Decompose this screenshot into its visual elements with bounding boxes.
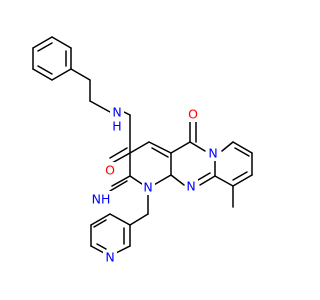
- bond: [129, 213, 149, 226]
- bond-layer: [32, 36, 253, 254]
- atom-text: N: [143, 180, 152, 195]
- amide-nitrogen-label: N H: [110, 104, 124, 134]
- bond: [151, 174, 172, 187]
- bond: [232, 171, 248, 181]
- ketone-oxygen-label: O: [186, 107, 200, 122]
- bond: [170, 174, 185, 186]
- bond: [51, 68, 72, 81]
- bond: [109, 213, 131, 226]
- bond: [170, 141, 191, 154]
- atom-text: N: [112, 105, 121, 120]
- atom-text: NH: [92, 192, 111, 207]
- molecule-structure-diagram: N H O NH N N N O N: [32, 36, 253, 265]
- bond: [37, 65, 53, 75]
- bond: [115, 245, 131, 254]
- bond: [37, 42, 53, 52]
- bond: [151, 147, 169, 158]
- pyrimidine-nitrogen-label: N: [185, 179, 198, 194]
- atom-text: N: [105, 250, 114, 265]
- bond: [89, 100, 111, 113]
- bond: [32, 68, 53, 81]
- bond: [109, 180, 128, 192]
- bond: [109, 147, 128, 159]
- ring-nitrogen-1-label: N: [142, 180, 155, 195]
- bond: [129, 141, 150, 154]
- imine-nitrogen-label: NH: [90, 191, 112, 207]
- atom-text: O: [188, 107, 198, 122]
- bond: [70, 68, 91, 81]
- amide-oxygen-label: O: [104, 162, 116, 178]
- bond: [197, 172, 211, 181]
- bond: [90, 213, 111, 226]
- bond: [96, 243, 107, 250]
- bond: [93, 219, 107, 228]
- bond: [232, 174, 253, 187]
- bond: [90, 245, 105, 254]
- bond: [32, 36, 53, 49]
- bond: [51, 36, 72, 49]
- atom-text: O: [105, 163, 115, 178]
- bond: [111, 152, 131, 164]
- bond: [214, 175, 234, 187]
- bridgehead-nitrogen-label: N: [206, 146, 220, 161]
- bond: [111, 175, 131, 187]
- molecule-svg: N H O NH N N N O N: [32, 36, 253, 265]
- atom-text: N: [208, 146, 217, 161]
- bond: [148, 141, 172, 154]
- atom-label-layer: N H O NH N N N O N: [90, 104, 220, 265]
- bond: [232, 141, 253, 154]
- bond: [234, 147, 250, 157]
- bond: [221, 141, 234, 152]
- pyridine-nitrogen-label: N: [103, 250, 117, 265]
- atom-text: N: [186, 179, 195, 194]
- atom-subtext: H: [112, 119, 121, 134]
- bond: [123, 111, 131, 116]
- bond: [189, 141, 206, 152]
- bond: [199, 175, 216, 186]
